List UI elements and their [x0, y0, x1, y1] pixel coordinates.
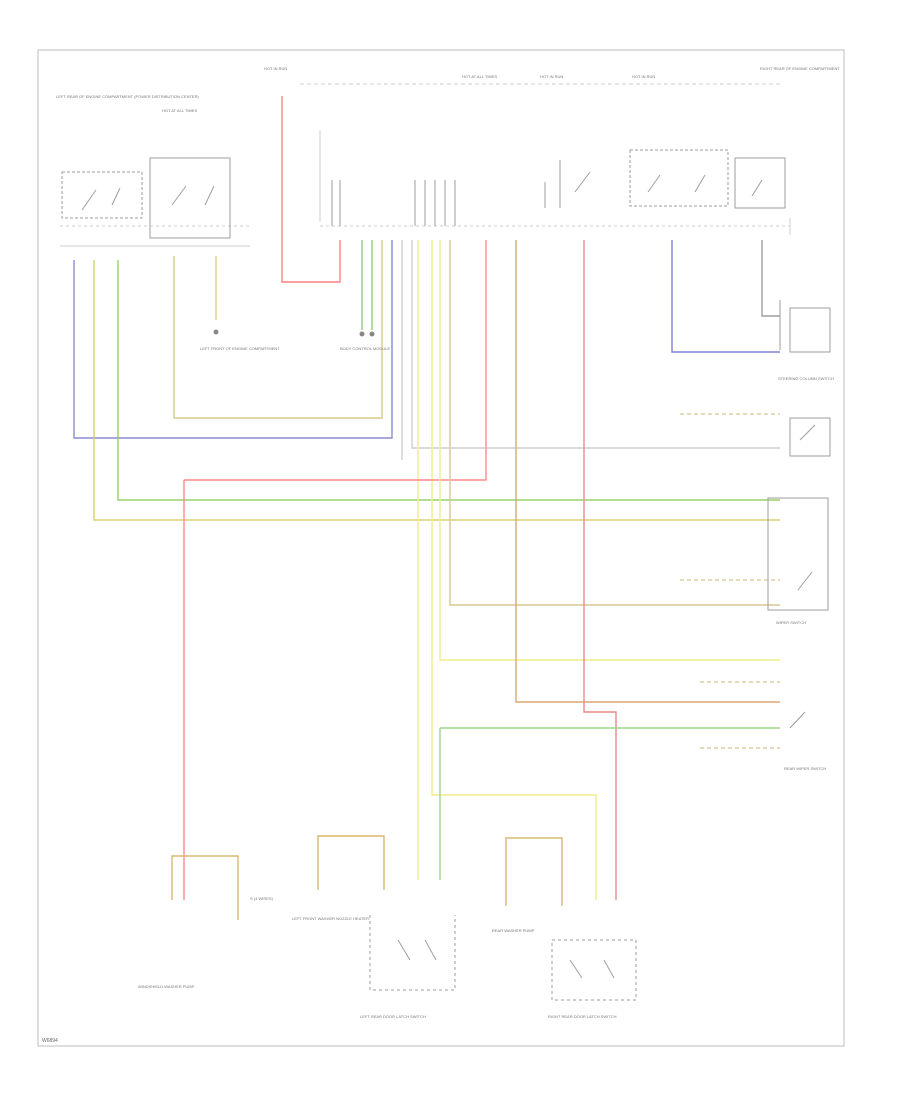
- label-wiper-switch: WIPER SWITCH: [776, 620, 806, 625]
- relay-boxes: [61, 157, 231, 239]
- label-relay-box-left: LEFT REAR OF ENGINE COMPARTMENT (POWER D…: [56, 94, 199, 99]
- diagram-frame: [37, 49, 845, 1047]
- label-top-right: RIGHT REAR OF ENGINE COMPARTMENT: [760, 66, 840, 71]
- label-bottom-5: RIGHT REAR DOOR LATCH SWITCH: [548, 1014, 617, 1019]
- label-steering-switch: STEERING COLUMN SWITCH: [778, 376, 834, 381]
- label-fuse-1: HOT IN RUN: [264, 66, 287, 71]
- label-ground-1: LEFT FRONT OF ENGINE COMPARTMENT: [200, 346, 280, 351]
- label-module: BODY CONTROL MODULE: [340, 346, 390, 351]
- label-splice: S (4 WIRES): [250, 896, 274, 901]
- label-fuse-4: HOT IN RUN: [632, 74, 655, 79]
- footer-code: W6894: [42, 1038, 58, 1044]
- label-fuse-top-left: HOT AT ALL TIMES: [162, 108, 197, 113]
- body-control-module: [331, 149, 786, 226]
- ground-symbols: [213, 329, 375, 337]
- label-bottom-3: LEFT REAR DOOR LATCH SWITCH: [360, 1014, 426, 1019]
- label-bottom-4: REAR WASHER PUMP: [492, 928, 535, 933]
- labels: LEFT REAR OF ENGINE COMPARTMENT (POWER D…: [42, 66, 840, 1044]
- power-bus: [60, 83, 791, 247]
- label-bottom-1: WINDSHIELD WASHER PUMP: [138, 984, 195, 989]
- right-connectors: [680, 300, 831, 749]
- wires: [73, 96, 780, 920]
- bottom-components: [369, 915, 637, 1001]
- label-rear-wiper-switch: REAR WIPER SWITCH: [784, 766, 826, 771]
- label-fuse-2: HOT AT ALL TIMES: [462, 74, 497, 79]
- label-fuse-3: HOT IN RUN: [540, 74, 563, 79]
- label-bottom-2: LEFT FRONT WASHER NOZZLE HEATER: [292, 916, 369, 921]
